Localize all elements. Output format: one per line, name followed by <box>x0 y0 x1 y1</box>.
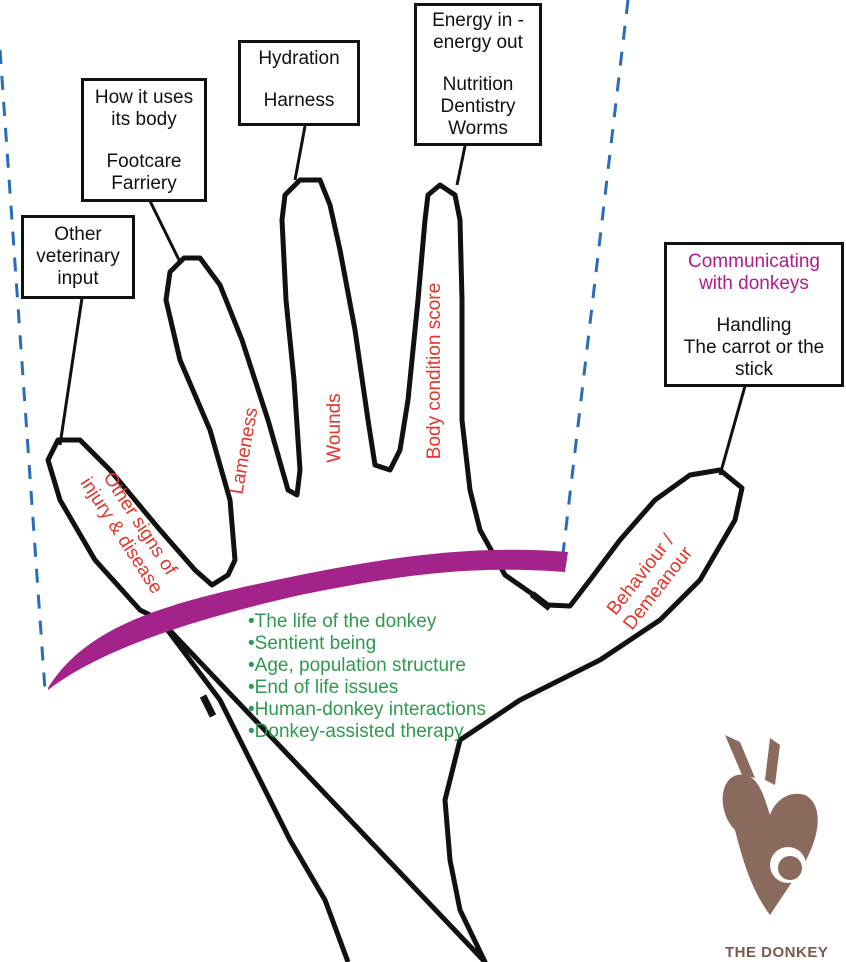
donkey-heart-logo-icon <box>723 735 818 915</box>
box-line: Footcare <box>84 151 204 173</box>
outline-tick-1 <box>532 594 550 608</box>
logo-text: THE DONKEY <box>725 944 828 961</box>
list-item: Donkey-assisted therapy <box>248 721 486 743</box>
box-line: How it uses <box>84 87 204 109</box>
leader-hydration <box>295 126 305 180</box>
leader-communicating <box>720 386 745 475</box>
left-dashed-line <box>0 50 45 690</box>
list-item: Sentient being <box>248 633 486 655</box>
box-line: Handling <box>667 315 841 337</box>
outline-tick-2 <box>203 696 213 716</box>
box-line: its body <box>84 109 204 131</box>
list-item: Age, population structure <box>248 655 486 677</box>
leader-energy <box>457 146 465 185</box>
box-line: input <box>24 268 132 290</box>
box-line: Energy in - <box>417 10 539 32</box>
list-item: End of life issues <box>248 677 486 699</box>
box-body-use: How it uses its body Footcare Farriery <box>81 78 207 202</box>
box-line: Nutrition <box>417 74 539 96</box>
box-line: Farriery <box>84 173 204 195</box>
list-item: The life of the donkey <box>248 611 486 633</box>
box-line: Harness <box>241 90 357 112</box>
right-dashed-line <box>562 0 628 562</box>
palm-topic-list: The life of the donkey Sentient being Ag… <box>248 611 486 743</box>
box-line: Other <box>24 224 132 246</box>
box-line: Worms <box>417 118 539 140</box>
box-line: energy out <box>417 32 539 54</box>
box-title-line: Communicating <box>667 251 841 273</box>
box-line: Hydration <box>241 48 357 70</box>
box-line: The carrot or the <box>667 337 841 359</box>
box-line: Dentistry <box>417 96 539 118</box>
box-hydration-harness: Hydration Harness <box>238 40 360 126</box>
box-line: veterinary <box>24 246 132 268</box>
box-line: stick <box>667 359 841 381</box>
box-title-line: with donkeys <box>667 273 841 295</box>
box-communicating: Communicating with donkeys Handling The … <box>664 242 844 387</box>
label-wounds: Wounds <box>324 388 346 468</box>
leader-body-use <box>150 201 180 262</box>
box-other-veterinary-input: Other veterinary input <box>21 215 135 299</box>
label-body-condition: Body condition score <box>424 281 446 461</box>
leader-other-vet <box>60 298 82 445</box>
box-energy: Energy in - energy out Nutrition Dentist… <box>414 3 542 146</box>
list-item: Human-donkey interactions <box>248 699 486 721</box>
